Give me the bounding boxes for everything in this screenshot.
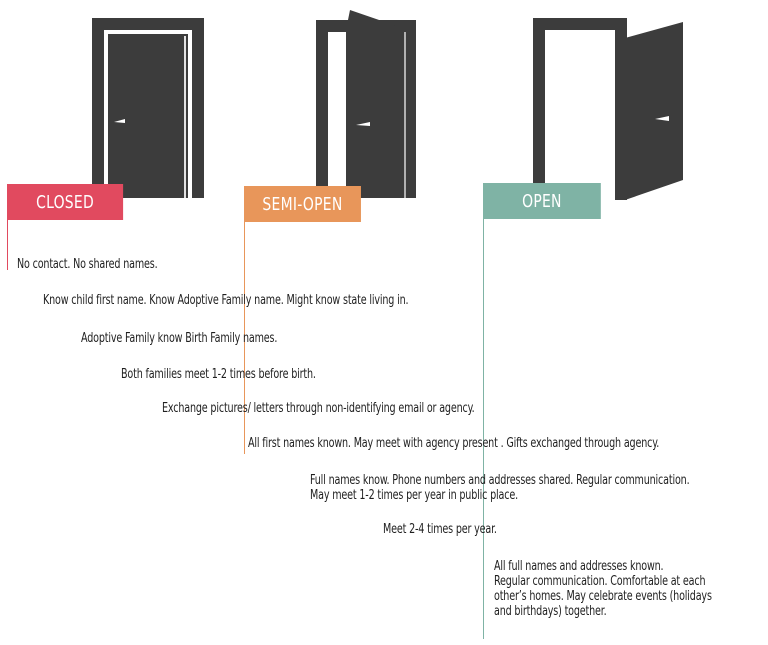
statement: All full names and addresses known. — [494, 559, 664, 574]
closed-range-line — [7, 220, 8, 270]
open-label: OPEN — [483, 183, 601, 219]
statement: other’s homes. May celebrate events (hol… — [494, 589, 712, 604]
statement: May meet 1-2 times per year in public pl… — [310, 488, 518, 503]
closed-label: CLOSED — [7, 184, 124, 220]
statement: Regular communication. Comfortable at ea… — [494, 574, 706, 589]
statement: Full names know. Phone numbers and addre… — [310, 473, 690, 488]
statement: Meet 2-4 times per year. — [383, 522, 497, 537]
statement: Adoptive Family know Birth Family names. — [81, 331, 278, 346]
statement: No contact. No shared names. — [17, 257, 158, 272]
semi-open-label: SEMI-OPEN — [244, 186, 361, 222]
semi-open-range-line — [244, 222, 245, 454]
semi-open-label-text: SEMI-OPEN — [262, 193, 343, 215]
closed-label-text: CLOSED — [36, 191, 94, 213]
statement: Both families meet 1-2 times before birt… — [121, 367, 316, 382]
statement: All first names known. May meet with age… — [248, 436, 660, 451]
open-label-text: OPEN — [522, 190, 562, 212]
closed-door-icon — [92, 18, 204, 198]
semi-open-door-icon — [316, 10, 416, 198]
open-range-line — [483, 219, 484, 639]
statement: Know child first name. Know Adoptive Fam… — [43, 293, 409, 308]
statement: Exchange pictures/ letters through non-i… — [162, 401, 475, 416]
open-door-icon — [533, 18, 683, 200]
statement: and birthdays) together. — [494, 604, 607, 619]
